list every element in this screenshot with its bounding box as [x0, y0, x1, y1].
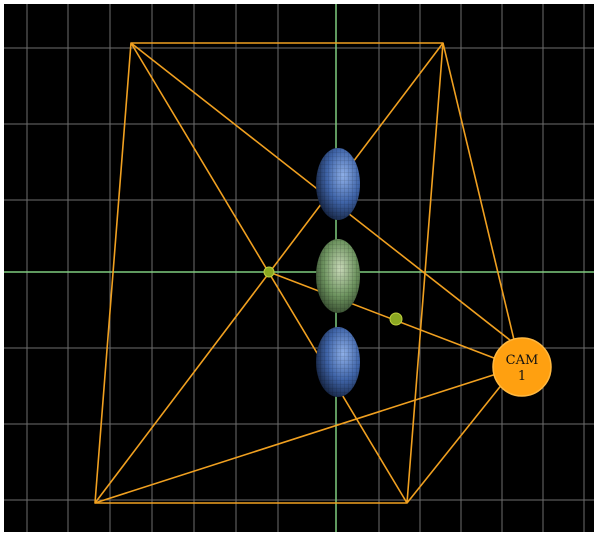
camera-1[interactable]: CAM 1 — [492, 337, 552, 397]
top-blue-ellipsoid[interactable] — [316, 148, 360, 220]
camera-focus-handle[interactable] — [389, 312, 403, 326]
camera-frustum[interactable] — [94, 42, 516, 504]
scene-objects[interactable] — [316, 148, 360, 397]
grid — [4, 4, 594, 532]
camera-label-line1: CAM — [506, 353, 539, 368]
3d-viewport[interactable]: CAM 1 — [4, 4, 594, 532]
bottom-blue-ellipsoid[interactable] — [316, 327, 360, 397]
middle-green-ellipsoid[interactable] — [316, 239, 360, 313]
camera-target-handle[interactable] — [263, 266, 275, 278]
axes — [4, 4, 594, 532]
scene-canvas[interactable]: CAM 1 — [4, 4, 594, 532]
camera-1-icon[interactable] — [492, 337, 552, 397]
camera-label-line2: 1 — [518, 369, 526, 384]
